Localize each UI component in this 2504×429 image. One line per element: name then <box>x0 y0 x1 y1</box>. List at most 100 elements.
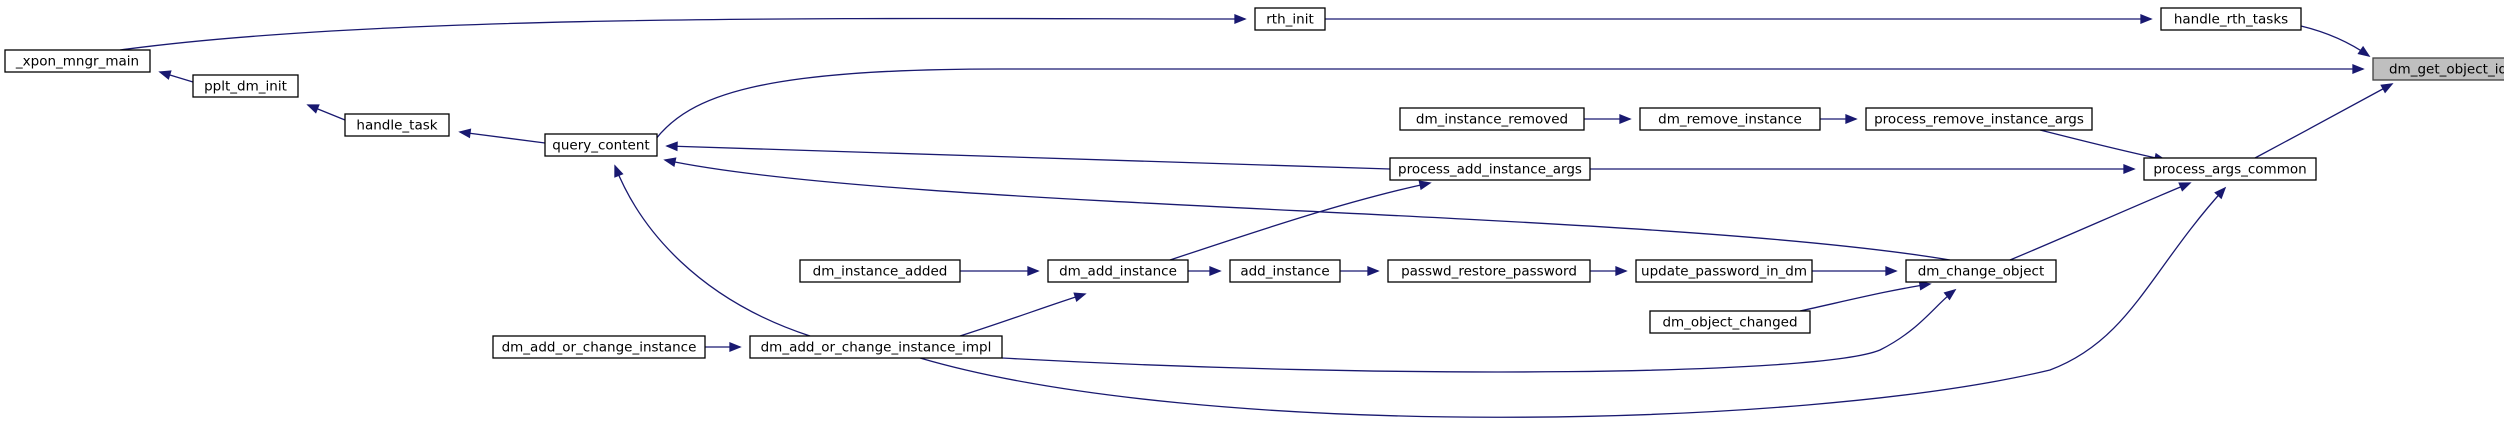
arrowhead <box>1918 280 1932 291</box>
edge-process_add_instance_args-to-query_content <box>665 141 1391 170</box>
node-box <box>1254 7 1326 31</box>
arrowhead <box>1845 114 1858 124</box>
edge-line <box>614 165 811 337</box>
node-dm-object-changed[interactable]: dm_object_changed <box>1649 310 1811 334</box>
edge-line <box>2009 182 2191 261</box>
node-box <box>799 259 961 283</box>
node-label: dm_get_object_id <box>2389 62 2504 78</box>
node-dm-change-object[interactable]: dm_change_object <box>1905 259 2057 283</box>
edge-line <box>2254 83 2393 159</box>
edge-line <box>459 131 546 144</box>
arrowhead <box>1615 266 1628 276</box>
node-box <box>1865 107 2093 131</box>
edge-dm_add_or_change_instance-to-dm_add_or_change_instance_impl <box>705 342 742 352</box>
edge-update_password_in_dm-to-dm_change_object <box>1812 266 1898 276</box>
edge-dm_remove_instance-to-process_remove_instance_args <box>1820 114 1858 124</box>
node-query-content[interactable]: query_content <box>544 133 658 157</box>
arrowhead <box>458 128 472 139</box>
arrowhead <box>2178 182 2192 192</box>
node-box <box>544 133 658 157</box>
node-xpon-mngr-main[interactable]: _xpon_mngr_main <box>4 49 151 73</box>
node-dm-remove-instance[interactable]: dm_remove_instance <box>1639 107 1821 131</box>
graph-edges <box>119 14 2394 418</box>
edge-line <box>1001 289 1956 373</box>
node-label: process_add_instance_args <box>1398 162 1582 178</box>
node-dm-add-or-change-instance[interactable]: dm_add_or_change_instance <box>492 335 706 359</box>
edge-line <box>664 159 1951 261</box>
edge-line <box>2039 129 2166 161</box>
edge-line <box>1169 182 1431 261</box>
node-dm-instance-added[interactable]: dm_instance_added <box>799 259 961 283</box>
arrowhead <box>1418 180 1432 191</box>
edge-line <box>654 68 2363 141</box>
arrowhead <box>1073 292 1087 302</box>
node-box <box>1389 157 1591 181</box>
arrowhead <box>2357 45 2371 58</box>
arrowhead <box>1209 266 1222 276</box>
node-update-password-in-dm[interactable]: update_password_in_dm <box>1635 259 1813 283</box>
node-add-instance[interactable]: add_instance <box>1229 259 1341 283</box>
node-label: dm_remove_instance <box>1658 112 1802 128</box>
node-box <box>2372 57 2504 81</box>
node-box <box>492 335 706 359</box>
node-passwd-restore-password[interactable]: passwd_restore_password <box>1387 259 1591 283</box>
edge-dm_object_changed-to-dm_change_object <box>1799 280 1932 312</box>
node-label: _xpon_mngr_main <box>15 54 139 70</box>
node-dm-instance-removed[interactable]: dm_instance_removed <box>1399 107 1585 131</box>
node-label: dm_instance_removed <box>1416 112 1568 128</box>
node-label: dm_instance_added <box>813 264 948 280</box>
edge-dm_add_or_change_instance_impl-to-dm_change_object <box>1001 288 1957 373</box>
arrowhead <box>158 70 172 80</box>
node-label: dm_object_changed <box>1662 315 1797 331</box>
arrowhead <box>1943 288 1957 301</box>
node-box <box>2160 7 2302 31</box>
node-box <box>1635 259 1813 283</box>
arrowhead <box>663 157 677 168</box>
node-label: passwd_restore_password <box>1401 264 1577 280</box>
node-pplt-dm-init[interactable]: pplt_dm_init <box>192 74 299 98</box>
node-box <box>1047 259 1189 283</box>
node-label: handle_task <box>356 118 437 134</box>
node-label: query_content <box>552 138 649 154</box>
node-box <box>1399 107 1585 131</box>
node-box <box>2143 157 2317 181</box>
node-label: process_remove_instance_args <box>1874 112 2084 128</box>
edge-process_args_common-to-dm_get_object_id <box>2254 83 2394 159</box>
node-process-add-instance-args[interactable]: process_add_instance_args <box>1389 157 1591 181</box>
arrowhead <box>665 141 678 152</box>
node-box <box>749 335 1003 359</box>
arrowhead <box>2214 186 2227 200</box>
node-handle-rth-tasks[interactable]: handle_rth_tasks <box>2160 7 2302 31</box>
node-label: dm_add_or_change_instance <box>502 340 697 356</box>
node-label: pplt_dm_init <box>204 79 287 95</box>
edge-line <box>959 293 1086 337</box>
edge-passwd_restore_password-to-update_password_in_dm <box>1590 266 1628 276</box>
node-box <box>1229 259 1341 283</box>
edge-line <box>666 145 1391 170</box>
edge-dm_instance_removed-to-dm_remove_instance <box>1584 114 1632 124</box>
edge-xpon_mngr_main-to-rth_init <box>119 14 1247 51</box>
node-dm-get-object-id[interactable]: dm_get_object_id <box>2372 57 2504 81</box>
edge-query_content-to-dm_get_object_id <box>654 64 2365 141</box>
edge-handle_task-to-pplt_dm_init <box>306 104 346 121</box>
arrowhead <box>614 164 624 178</box>
edge-rth_init-to-handle_rth_tasks <box>1325 14 2153 24</box>
node-rth-init[interactable]: rth_init <box>1254 7 1326 31</box>
node-dm-add-instance[interactable]: dm_add_instance <box>1047 259 1189 283</box>
arrowhead <box>1027 266 1040 276</box>
node-process-remove-instance-args[interactable]: process_remove_instance_args <box>1865 107 2093 131</box>
node-box <box>1905 259 2057 283</box>
node-handle-task[interactable]: handle_task <box>344 113 450 137</box>
edge-dm_instance_added-to-dm_add_instance <box>960 266 1040 276</box>
arrowhead <box>2123 164 2136 174</box>
edge-line <box>1799 283 1931 312</box>
node-dm-add-or-change-instance-impl[interactable]: dm_add_or_change_instance_impl <box>749 335 1003 359</box>
node-label: rth_init <box>1266 12 1314 28</box>
node-label: dm_change_object <box>1918 264 2045 280</box>
node-box <box>1649 310 1811 334</box>
node-process-args-common[interactable]: process_args_common <box>2143 157 2317 181</box>
edge-add_instance-to-passwd_restore_password <box>1340 266 1380 276</box>
node-label: handle_rth_tasks <box>2174 12 2288 28</box>
edge-dm_add_or_change_instance_impl-to-process_args_common <box>919 186 2227 418</box>
